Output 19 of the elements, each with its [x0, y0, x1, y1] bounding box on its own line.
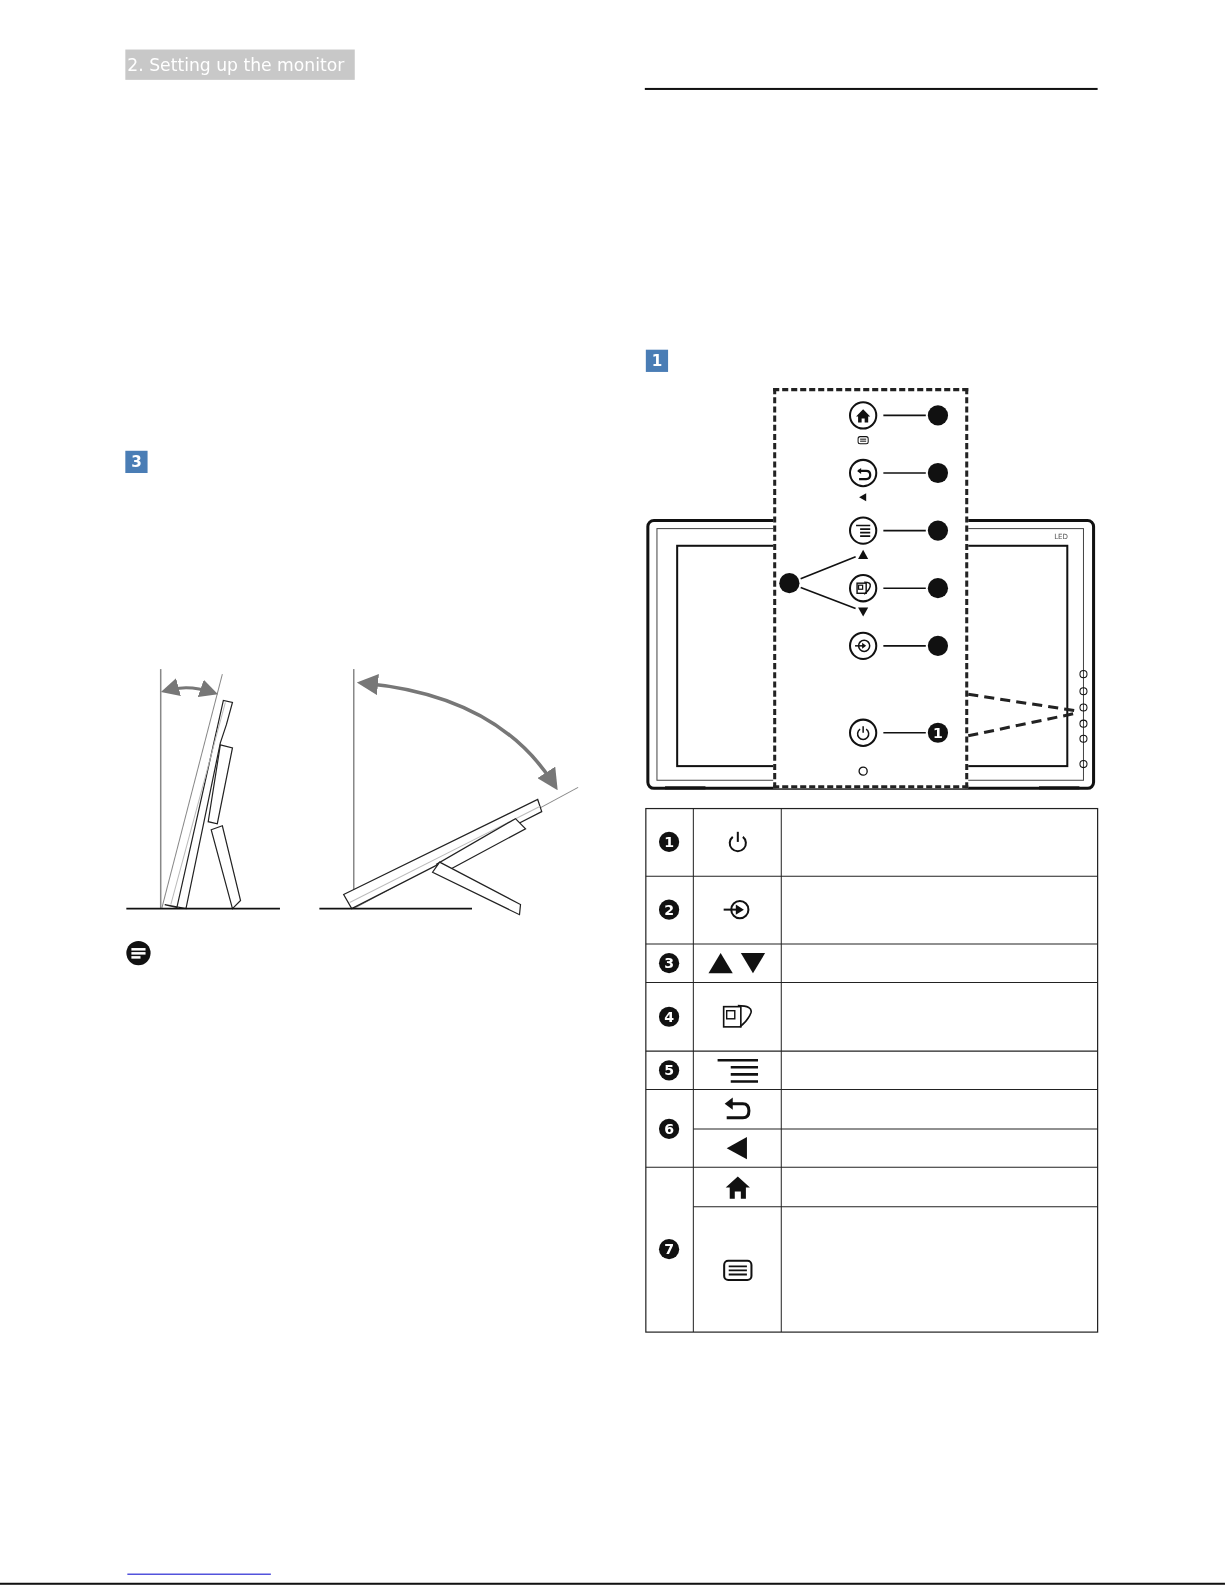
- up-triangle-icon: [858, 549, 869, 559]
- leader-line: [882, 529, 927, 532]
- leader-line: [882, 731, 927, 734]
- callout-number: 6: [659, 1118, 680, 1140]
- callout-number: 2: [659, 899, 680, 920]
- callout-number: 5: [659, 1060, 680, 1081]
- leader-line: [882, 587, 927, 590]
- leader-line: [882, 414, 927, 417]
- leader-line: [882, 645, 927, 647]
- down-triangle-icon: [858, 606, 869, 616]
- leader-line: [799, 586, 857, 610]
- callout-number: 7: [659, 1239, 680, 1260]
- callout-number: 3: [659, 953, 680, 974]
- leader-line: [882, 472, 927, 474]
- callout-number: 1: [659, 831, 680, 852]
- step-badge: 3: [125, 450, 148, 473]
- step-badge: 1: [645, 349, 669, 372]
- callout-number: 4: [659, 1006, 680, 1027]
- leader-line: [799, 556, 857, 580]
